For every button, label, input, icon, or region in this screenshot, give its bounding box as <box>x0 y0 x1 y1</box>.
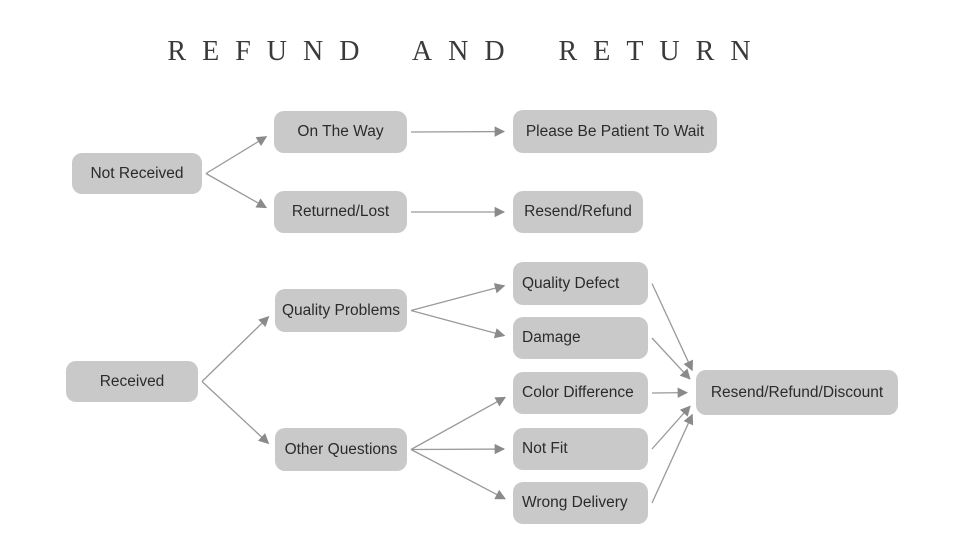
node-label: Quality Defect <box>522 274 620 292</box>
node-label: On The Way <box>297 123 384 141</box>
node-label: Please Be Patient To Wait <box>525 122 705 140</box>
flow-arrow <box>651 337 691 380</box>
node-label: Wrong Delivery <box>522 494 628 512</box>
node-received: Received <box>66 361 198 402</box>
node-label: Resend/Refund <box>524 203 632 221</box>
flow-arrow <box>201 381 270 445</box>
node-quality-problems: Quality Problems <box>275 289 407 332</box>
node-color-difference: Color Difference <box>513 372 648 414</box>
flow-arrow <box>410 396 507 451</box>
node-label: Not Fit <box>522 440 568 458</box>
flow-arrow <box>410 283 506 312</box>
flow-arrow <box>205 136 268 175</box>
flow-arrow <box>201 316 270 382</box>
node-label: Resend/Refund/Discount <box>710 383 884 401</box>
node-returned-lost: Returned/Lost <box>274 191 407 233</box>
node-resend-refund: Resend/Refund <box>513 191 643 233</box>
node-quality-defect: Quality Defect <box>513 262 648 305</box>
node-label: Other Questions <box>284 440 398 458</box>
node-label: Quality Problems <box>281 301 400 319</box>
node-not-fit: Not Fit <box>513 428 648 470</box>
node-not-received: Not Received <box>72 153 202 194</box>
flow-arrow <box>205 172 268 209</box>
flow-arrow <box>651 283 694 372</box>
flow-arrow <box>651 405 691 450</box>
node-damage: Damage <box>513 317 648 359</box>
flow-arrow <box>410 448 506 500</box>
node-resend-refund-discount: Resend/Refund/Discount <box>696 370 898 415</box>
node-label: Returned/Lost <box>291 203 390 221</box>
node-label: Not Received <box>90 164 184 182</box>
flow-arrow <box>410 309 506 339</box>
flow-arrow <box>651 413 694 504</box>
node-wrong-delivery: Wrong Delivery <box>513 482 648 524</box>
node-please-be-patient-to-wait: Please Be Patient To Wait <box>513 110 717 153</box>
page-title: REFUND AND RETURN <box>167 36 767 67</box>
node-other-questions: Other Questions <box>275 428 407 471</box>
node-label: Received <box>99 372 165 390</box>
node-label: Color Difference <box>522 384 634 402</box>
node-label: Damage <box>522 329 581 347</box>
node-on-the-way: On The Way <box>274 111 407 153</box>
